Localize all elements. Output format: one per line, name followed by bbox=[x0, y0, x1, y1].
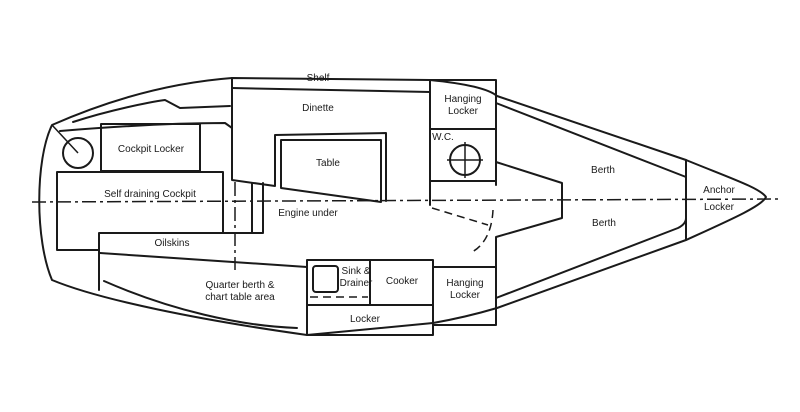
label-hanging-locker-lower-1: Hanging bbox=[446, 278, 483, 289]
label-locker: Locker bbox=[350, 314, 381, 325]
label-cockpit-locker: Cockpit Locker bbox=[118, 144, 185, 155]
label-anchor-2: Locker bbox=[704, 202, 735, 213]
label-table: Table bbox=[316, 158, 340, 169]
shelf-line bbox=[231, 87, 431, 93]
label-wc: W.C. bbox=[432, 132, 454, 143]
door-swing bbox=[431, 207, 494, 253]
label-anchor-1: Anchor bbox=[703, 185, 735, 196]
label-hanging-locker-upper-2: Locker bbox=[448, 106, 479, 117]
label-quarter-berth-1: Quarter berth & bbox=[206, 280, 275, 291]
label-hanging-locker-upper-1: Hanging bbox=[444, 94, 481, 105]
oilskins-bottom-line bbox=[99, 252, 308, 268]
label-oilskins: Oilskins bbox=[154, 238, 189, 249]
label-cooker: Cooker bbox=[386, 276, 419, 287]
label-hanging-locker-lower-2: Locker bbox=[450, 290, 481, 301]
label-dinette: Dinette bbox=[302, 103, 334, 114]
hull-outline bbox=[38, 77, 767, 336]
label-quarter-berth-2: chart table area bbox=[205, 292, 275, 303]
label-sink-2: Drainer bbox=[340, 278, 373, 289]
v-berth bbox=[495, 95, 687, 309]
label-sink-1: Sink & bbox=[342, 266, 371, 277]
label-self-draining-cockpit: Self draining Cockpit bbox=[104, 189, 196, 200]
table bbox=[280, 139, 382, 203]
sink-icon bbox=[312, 265, 339, 293]
tiller-arrow bbox=[51, 124, 79, 154]
label-berth-starboard: Berth bbox=[592, 218, 616, 229]
toilet-icon bbox=[447, 142, 483, 178]
label-shelf: Shelf bbox=[307, 73, 330, 84]
self-draining-cockpit bbox=[56, 171, 224, 251]
quarter-berth-line bbox=[103, 280, 298, 329]
coaming-line bbox=[72, 99, 231, 123]
dinette-seat bbox=[231, 77, 387, 202]
wheel-icon bbox=[62, 137, 94, 169]
label-berth-port: Berth bbox=[591, 165, 615, 176]
label-engine-under: Engine under bbox=[278, 208, 338, 219]
oilskins-box bbox=[98, 182, 264, 291]
